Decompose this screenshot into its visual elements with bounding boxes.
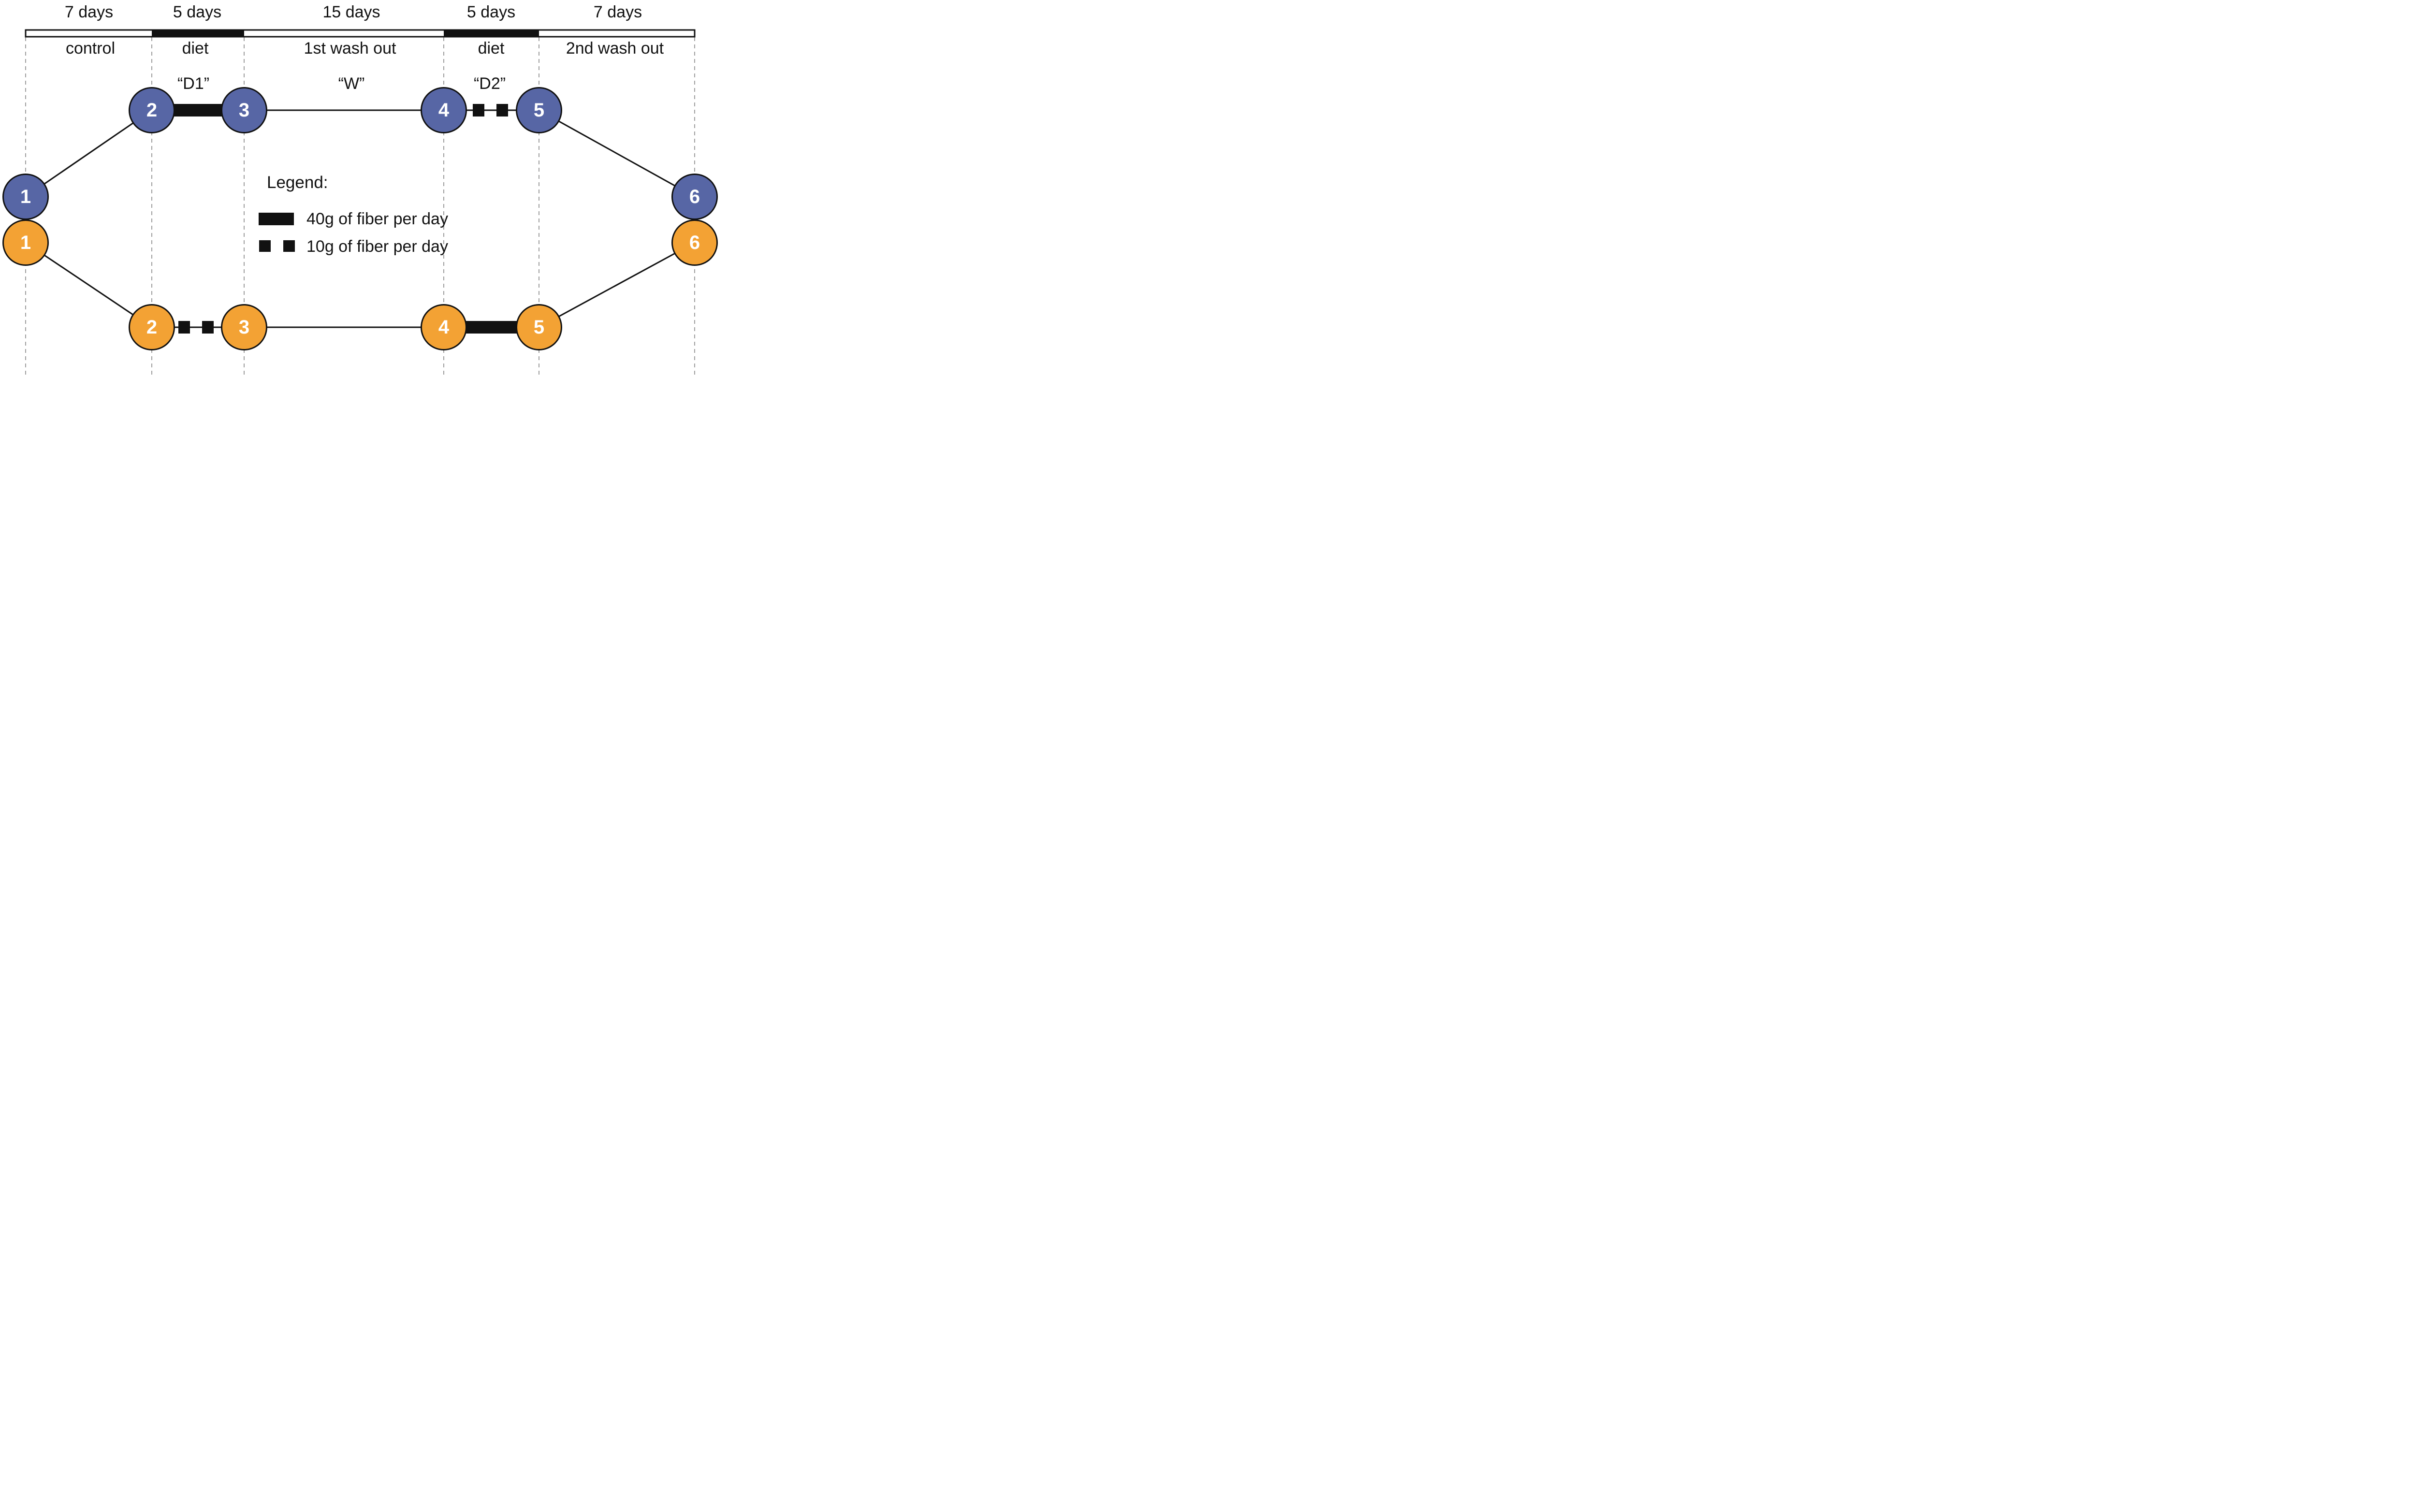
legend-10g-swatch xyxy=(259,240,271,252)
phase-label-diet2: diet xyxy=(478,39,505,58)
phase-label-control: control xyxy=(65,39,116,58)
connector-blue-1-2 xyxy=(25,109,152,198)
connector-orange-1-2 xyxy=(25,242,152,328)
orange-d1-10g-dash xyxy=(178,321,190,334)
phase-label-diet1: diet xyxy=(182,39,209,58)
diet2-bar-segment xyxy=(444,29,539,38)
phase-label-washout2: 2nd wash out xyxy=(566,39,664,58)
diet1-bar-segment xyxy=(152,29,244,38)
connectors xyxy=(25,109,695,328)
legend-label-40g: 40g of fiber per day xyxy=(306,210,448,228)
node-orange-1: 1 xyxy=(2,219,49,266)
phase-label-washout1: 1st wash out xyxy=(304,39,396,58)
connector-orange-5-6 xyxy=(539,242,695,328)
duration-label-diet1: 5 days xyxy=(173,3,222,21)
blue-d2-10g-dash xyxy=(496,104,508,116)
duration-label-washout1: 15 days xyxy=(322,3,380,21)
duration-label-control: 7 days xyxy=(64,3,114,21)
timeline-bar xyxy=(25,29,696,38)
legend-10g-swatch xyxy=(283,240,295,252)
timeline-bar-outline xyxy=(25,29,696,38)
blue-d2-10g-dash xyxy=(473,104,484,116)
legend-title: Legend: xyxy=(267,173,328,192)
node-orange-6: 6 xyxy=(671,219,718,266)
duration-label-diet2: 5 days xyxy=(466,3,516,21)
orange-d1-10g-dash xyxy=(202,321,214,334)
connector-blue-5-6 xyxy=(539,109,695,198)
legend-label-10g: 10g of fiber per day xyxy=(306,237,448,256)
duration-label-washout2: 7 days xyxy=(593,3,642,21)
node-blue-5: 5 xyxy=(516,87,562,133)
legend-swatches xyxy=(259,213,295,252)
legend-40g-swatch xyxy=(259,213,294,225)
code-label-w: “W” xyxy=(338,74,365,93)
node-blue-3: 3 xyxy=(221,87,267,133)
node-blue-4: 4 xyxy=(421,87,467,133)
node-blue-1: 1 xyxy=(2,174,49,220)
node-orange-3: 3 xyxy=(221,304,267,350)
node-orange-5: 5 xyxy=(516,304,562,350)
code-label-d1: “D1” xyxy=(177,74,210,93)
low-fiber-dashes xyxy=(178,104,508,334)
node-blue-2: 2 xyxy=(129,87,175,133)
node-blue-6: 6 xyxy=(671,174,718,220)
node-orange-2: 2 xyxy=(129,304,175,350)
crossover-study-diagram: 7 days 5 days 15 days 5 days 7 days cont… xyxy=(0,0,720,378)
node-orange-4: 4 xyxy=(421,304,467,350)
code-label-d2: “D2” xyxy=(473,74,506,93)
